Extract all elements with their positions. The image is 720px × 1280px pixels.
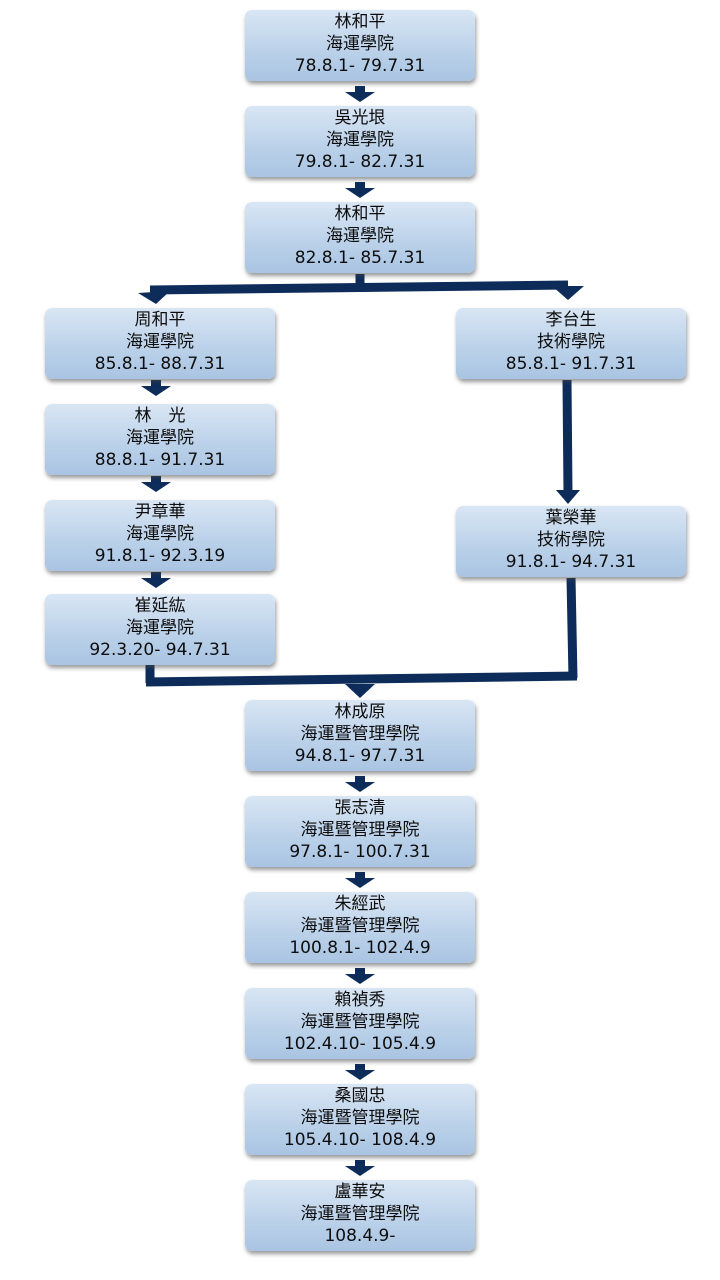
- node-13-term: 105.4.10- 108.4.9: [283, 1130, 437, 1150]
- node-4-name: 林 光: [134, 406, 186, 426]
- node-14-name: 盧華安: [334, 1182, 386, 1202]
- node-5-dept: 海運學院: [126, 524, 194, 544]
- arrow-5-6: [141, 572, 171, 588]
- node-8: 葉榮華 技術學院 91.8.1- 94.7.31: [456, 506, 686, 577]
- node-2: 林和平 海運學院 82.8.1- 85.7.31: [245, 202, 475, 273]
- node-11: 朱經武 海運暨管理學院 100.8.1- 102.4.9: [245, 892, 475, 963]
- node-6-name: 崔延紘: [134, 596, 186, 616]
- node-7-term: 85.8.1- 91.7.31: [505, 354, 637, 374]
- node-3-term: 85.8.1- 88.7.31: [94, 354, 226, 374]
- node-13: 桑國忠 海運暨管理學院 105.4.10- 108.4.9: [245, 1084, 475, 1155]
- arrow-9-10: [345, 776, 375, 792]
- node-8-dept: 技術學院: [537, 530, 605, 550]
- node-3-name: 周和平: [134, 310, 186, 330]
- node-0-name: 林和平: [334, 12, 386, 32]
- node-11-dept: 海運暨管理學院: [300, 916, 420, 936]
- node-6-term: 92.3.20- 94.7.31: [89, 640, 231, 660]
- node-11-term: 100.8.1- 102.4.9: [289, 938, 431, 958]
- node-2-dept: 海運學院: [326, 226, 394, 246]
- node-12-term: 102.4.10- 105.4.9: [283, 1034, 437, 1054]
- node-14: 盧華安 海運暨管理學院 108.4.9-: [245, 1180, 475, 1251]
- node-7-name: 李台生: [545, 310, 597, 330]
- node-14-dept: 海運暨管理學院: [300, 1204, 420, 1224]
- merge-connector: [145, 577, 578, 698]
- arrow-0-1: [345, 86, 375, 102]
- arrow-11-12: [345, 968, 375, 984]
- split-connector: [138, 274, 584, 304]
- node-8-term: 91.8.1- 94.7.31: [505, 552, 637, 572]
- arrow-3-4: [141, 380, 171, 396]
- arrow-12-13: [345, 1064, 375, 1080]
- node-12-name: 賴禎秀: [334, 990, 386, 1010]
- arrow-13-14: [345, 1160, 375, 1176]
- node-10-term: 97.8.1- 100.7.31: [289, 842, 431, 862]
- node-11-name: 朱經武: [334, 894, 386, 914]
- arrow-1-2: [345, 182, 375, 198]
- node-1-name: 吳光垠: [334, 108, 386, 128]
- node-0: 林和平 海運學院 78.8.1- 79.7.31: [245, 10, 475, 81]
- node-0-dept: 海運學院: [326, 34, 394, 54]
- node-4-dept: 海運學院: [126, 428, 194, 448]
- node-2-term: 82.8.1- 85.7.31: [294, 248, 426, 268]
- node-0-term: 78.8.1- 79.7.31: [294, 56, 426, 76]
- node-4: 林 光 海運學院 88.8.1- 91.7.31: [45, 404, 275, 475]
- node-10-dept: 海運暨管理學院: [300, 820, 420, 840]
- node-9-name: 林成原: [334, 702, 386, 722]
- node-5-term: 91.8.1- 92.3.19: [94, 546, 226, 566]
- connector-arrows: [141, 86, 375, 1176]
- node-14-term: 108.4.9-: [324, 1226, 396, 1246]
- node-9-term: 94.8.1- 97.7.31: [294, 746, 426, 766]
- arrow-4-5: [141, 476, 171, 492]
- node-13-dept: 海運暨管理學院: [300, 1108, 420, 1128]
- node-8-name: 葉榮華: [545, 508, 597, 528]
- node-6: 崔延紘 海運學院 92.3.20- 94.7.31: [45, 594, 275, 665]
- node-7-dept: 技術學院: [537, 332, 605, 352]
- node-3-dept: 海運學院: [126, 332, 194, 352]
- node-6-dept: 海運學院: [126, 618, 194, 638]
- node-1-term: 79.8.1- 82.7.31: [294, 152, 426, 172]
- node-1: 吳光垠 海運學院 79.8.1- 82.7.31: [245, 106, 475, 177]
- node-12-dept: 海運暨管理學院: [300, 1012, 420, 1032]
- right-branch-connector: [556, 379, 580, 504]
- node-1-dept: 海運學院: [326, 130, 394, 150]
- node-7: 李台生 技術學院 85.8.1- 91.7.31: [456, 308, 686, 379]
- node-2-name: 林和平: [334, 204, 386, 224]
- node-12: 賴禎秀 海運暨管理學院 102.4.10- 105.4.9: [245, 988, 475, 1059]
- node-13-name: 桑國忠: [334, 1086, 386, 1106]
- node-9: 林成原 海運暨管理學院 94.8.1- 97.7.31: [245, 700, 475, 771]
- node-9-dept: 海運暨管理學院: [300, 724, 420, 744]
- node-3: 周和平 海運學院 85.8.1- 88.7.31: [45, 308, 275, 379]
- node-5: 尹章華 海運學院 91.8.1- 92.3.19: [45, 500, 275, 571]
- node-4-term: 88.8.1- 91.7.31: [94, 450, 226, 470]
- node-10-name: 張志清: [334, 798, 386, 818]
- node-5-name: 尹章華: [134, 502, 186, 522]
- node-10: 張志清 海運暨管理學院 97.8.1- 100.7.31: [245, 796, 475, 867]
- arrow-10-11: [345, 872, 375, 888]
